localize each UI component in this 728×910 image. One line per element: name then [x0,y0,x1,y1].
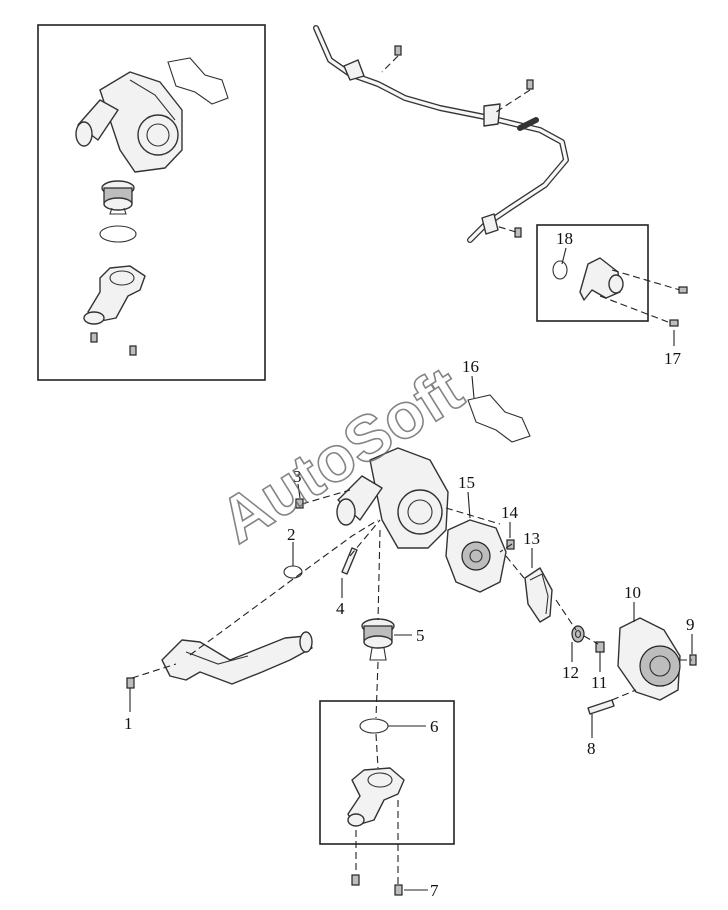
callout-12: 12 [562,663,579,682]
o-ring-2 [283,565,303,579]
callout-numbers: 1 2 3 4 5 6 7 8 9 10 11 12 13 14 15 16 1… [124,229,695,900]
callout-18: 18 [556,229,573,248]
callout-2: 2 [287,525,296,544]
assembly-overview-inset [37,24,266,381]
fitting-o-ring [552,260,568,280]
housing-gasket [467,394,531,443]
callout-5: 5 [416,626,425,645]
callout-7: 7 [430,881,439,900]
outlet-housing [347,767,405,827]
fitting-bolts [669,286,688,327]
coolant-pipe [313,25,569,243]
callout-17: 17 [664,349,682,368]
inset-o-ring [99,225,137,243]
callout-8: 8 [587,739,596,758]
o-ring-6 [359,718,389,734]
pump-drive-belt [524,567,553,623]
pump-pulley-cover [617,617,681,701]
inset-thermostat-housing [75,71,183,173]
outlet-inset-frame [319,700,455,845]
callout-11: 11 [591,673,607,692]
thermostat [361,618,395,661]
bolt-1 [126,677,135,689]
inset-gasket [167,57,229,105]
callout-15: 15 [458,473,475,492]
inset-outlet-housing [83,265,146,325]
fitting-inset-frame [536,224,649,322]
inset-thermostat [101,180,135,215]
pulley-washer [571,625,585,643]
callout-1: 1 [124,714,133,733]
assembly-lines [131,489,692,884]
leader-lines [129,247,693,891]
inset-bolts [90,332,137,356]
callout-9: 9 [686,615,695,634]
bolt-9 [689,654,697,666]
lower-coolant-pipe [161,631,313,685]
fitting-detail-inset [536,224,681,323]
callout-14: 14 [501,503,519,522]
bolt-8 [587,699,615,715]
bolts-7 [351,874,403,896]
callout-13: 13 [523,529,540,548]
water-pump [445,519,507,593]
callout-16: 16 [462,357,479,376]
outlet-detail-inset [319,700,455,845]
callout-6: 6 [430,717,439,736]
pipe-bolts [381,45,534,238]
callout-3: 3 [293,467,302,486]
callout-10: 10 [624,583,641,602]
thermostat-housing [336,447,449,549]
callout-4: 4 [336,599,345,618]
inset-frame [37,24,266,381]
bolt-4 [341,547,358,575]
